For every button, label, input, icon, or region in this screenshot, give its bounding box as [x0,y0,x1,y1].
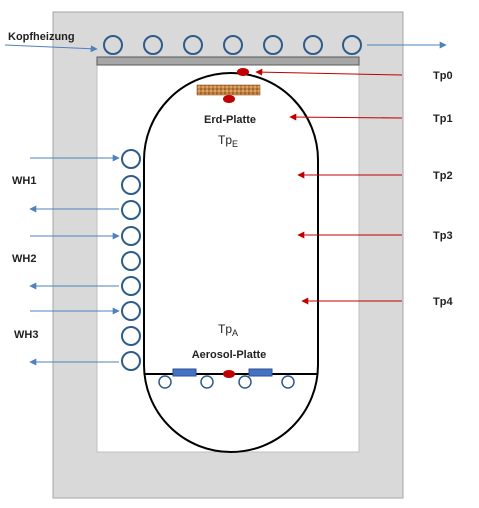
aerosol-sensor [223,370,235,378]
coil-icon [121,351,141,371]
tp0-arrow [255,68,403,76]
tpe-label: TpE [218,133,238,149]
tp0-label: Tp0 [433,70,453,82]
coil-icon [121,301,141,321]
tp2-label: Tp2 [433,170,453,182]
aerosol-pad-right [248,368,273,377]
coil-icon [223,35,243,55]
coil-icon [342,35,362,55]
coil-icon [121,226,141,246]
tp0-sensor [237,68,249,76]
coil-icon [121,149,141,169]
coil-icon [121,326,141,346]
capsule-vessel [143,72,319,453]
coil-icon [183,35,203,55]
erd-sensor [223,95,235,103]
erd-platte-label: Erd-Platte [204,114,256,126]
aerosol-platte-label: Aerosol-Platte [192,349,267,361]
coil-icon [200,375,214,389]
coil-icon [121,175,141,195]
kopfheizung-in-arrow [4,44,98,53]
wall-heater-coils [121,149,141,371]
coil-icon [263,35,283,55]
coil-icon [143,35,163,55]
coil-icon [158,375,172,389]
wh2-label: WH2 [12,253,36,265]
tp1-label: Tp1 [433,113,453,125]
coil-icon [238,375,252,389]
coil-icon [121,251,141,271]
tp3-label: Tp3 [433,230,453,242]
wh1-label: WH1 [12,175,36,187]
tpa-label: TpA [218,322,238,338]
tp1-arrow [289,113,403,121]
coil-icon [103,35,123,55]
erd-plate [196,84,261,96]
coil-icon [121,276,141,296]
kopfheizung-coils [103,35,362,55]
coil-icon [121,200,141,220]
top-plate-bar [96,56,360,66]
kopfheizung-label: Kopfheizung [8,31,75,43]
bottom-coils [158,375,295,389]
wh3-label: WH3 [14,329,38,341]
coil-icon [281,375,295,389]
coil-icon [303,35,323,55]
aerosol-pad-left [172,368,197,377]
tp4-label: Tp4 [433,296,453,308]
